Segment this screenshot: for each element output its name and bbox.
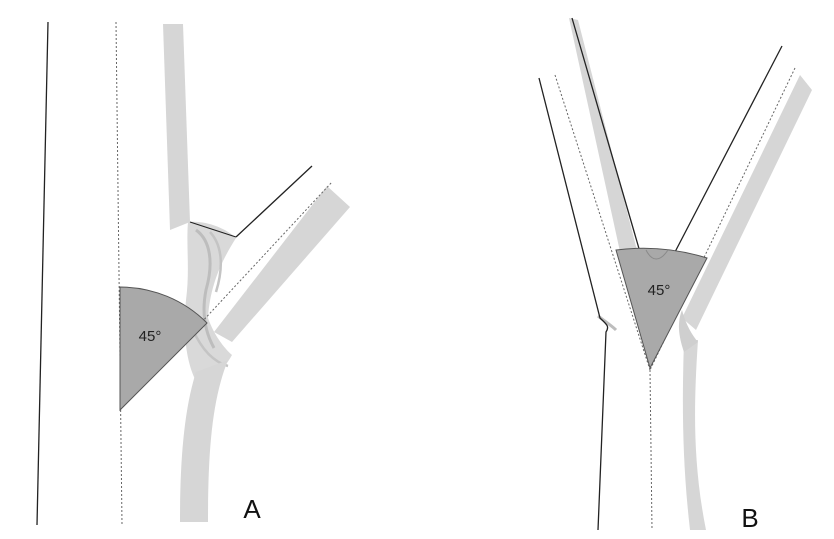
trunk-bark-upper-a (163, 24, 190, 230)
trunk-axis-guide-b (650, 370, 652, 530)
angle-label-b: 45° (648, 282, 671, 299)
panel-label-a: A (243, 494, 261, 524)
branch-collar-a (185, 222, 236, 388)
angle-label-a: 45° (139, 328, 162, 345)
trunk-left-edge-a (37, 22, 48, 525)
panel-b: 45° B (539, 18, 812, 533)
branch-bark-a (214, 186, 350, 342)
trunk-bark-lower-a (180, 360, 228, 522)
inner-left-limb-edge-b (572, 18, 640, 252)
trunk-bark-b (683, 340, 706, 530)
panel-label-b: B (741, 503, 758, 533)
panel-a: 45° A (37, 22, 350, 525)
left-limb-bark-b (569, 18, 640, 270)
trunk-axis-guide-a (116, 22, 122, 525)
